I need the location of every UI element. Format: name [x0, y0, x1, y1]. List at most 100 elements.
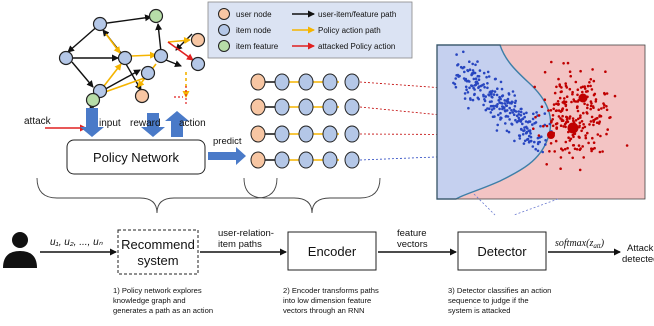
path-user-node [250, 73, 266, 91]
scatter-point-normal [523, 115, 526, 119]
scatter-point-normal [529, 132, 532, 135]
scatter-point-normal [534, 147, 537, 151]
scatter-point-attacked [571, 156, 574, 160]
scatter-point-normal [512, 113, 516, 116]
scatter-point-normal [489, 92, 493, 96]
scatter-point-attacked [592, 141, 596, 144]
scatter-point-attacked [598, 115, 601, 118]
scatter-point-attacked [558, 83, 561, 86]
scatter-point-normal [468, 86, 471, 90]
projection-line [359, 81, 584, 99]
scatter-point-attacked [583, 102, 586, 106]
scatter-point-attacked [576, 105, 579, 109]
scatter-point-normal [495, 93, 499, 97]
path-item-node [322, 151, 338, 169]
scatter-point-normal [510, 109, 513, 112]
scatter-point-normal [531, 123, 534, 126]
scatter-point-normal [506, 101, 509, 105]
scatter-point-normal [474, 77, 478, 80]
scatter-point-attacked [580, 120, 584, 123]
svg-text:3) Detector classifies an acti: 3) Detector classifies an action [448, 286, 551, 295]
scatter-point-attacked [564, 82, 567, 85]
scatter-point-attacked [556, 100, 560, 103]
paths-label-line1: user-relation- [218, 228, 274, 239]
caption-detector: 3) Detector classifies an action sequenc… [448, 286, 551, 315]
scatter-point-normal [485, 75, 488, 79]
scatter-point-attacked [586, 106, 589, 110]
scatter-point-normal [505, 109, 509, 112]
scatter-point-normal [469, 97, 472, 100]
scatter-point-normal [492, 107, 496, 110]
path-user-node [250, 98, 266, 116]
caption-encoder: 2) Encoder transforms paths into low dim… [283, 286, 379, 315]
scatter-point-normal [525, 138, 529, 141]
scatter-point-attacked [537, 134, 541, 137]
scatter-point-normal [511, 90, 515, 93]
scatter-point-normal [476, 74, 480, 78]
scatter-point-normal [515, 120, 519, 124]
scatter-point-normal [508, 111, 512, 115]
scatter-point-normal [462, 50, 465, 54]
scatter-point-normal [470, 73, 473, 77]
recommend-system-box: Recommend system [117, 229, 199, 275]
scatter-point-normal [492, 93, 496, 96]
scatter-point-normal [476, 60, 479, 63]
scatter-point-attacked [567, 136, 570, 139]
predict-label: predict [213, 136, 242, 147]
attack-detected-line2: detected [622, 254, 654, 265]
scatter-point-normal [473, 88, 476, 91]
scatter-point-normal [508, 118, 511, 121]
scatter-point-normal [455, 53, 458, 56]
scatter-point-attacked [565, 115, 568, 119]
scatter-point-normal [528, 134, 531, 138]
scatter-point-attacked [563, 147, 567, 151]
scatter-point-normal [495, 129, 499, 132]
scatter-point-attacked [547, 109, 550, 112]
scatter-point-attacked [591, 136, 594, 140]
scatter-point-attacked [574, 100, 578, 103]
legend-user-item-path: user-item/feature path [318, 10, 396, 19]
scatter-point-normal [508, 106, 512, 110]
scatter-point-attacked [568, 87, 572, 91]
scatter-point-attacked [542, 124, 545, 128]
scatter-point-attacked [565, 95, 569, 98]
scatter-point-attacked [577, 135, 581, 139]
scatter-point-attacked [592, 79, 596, 83]
scatter-point-highlight [547, 131, 555, 139]
scatter-point-attacked [589, 100, 593, 103]
path-item-node [298, 125, 314, 143]
recommend-label-line1: Recommend [121, 237, 195, 252]
scatter-point-normal [484, 108, 488, 112]
scatter-point-attacked [565, 108, 569, 112]
scatter-point-attacked [553, 91, 557, 95]
scatter-point-normal [490, 100, 493, 103]
scatter-point-attacked [605, 108, 609, 112]
scatter-point-attacked [595, 116, 599, 120]
scatter-point-normal [548, 122, 552, 126]
scatter-point-attacked [583, 87, 587, 90]
scatter-point-attacked [565, 118, 569, 121]
scatter-point-normal [468, 60, 471, 63]
scatter-point-normal [482, 103, 485, 107]
scatter-point-normal [483, 85, 486, 89]
scatter-point-attacked [590, 149, 593, 153]
scatter-point-attacked [559, 90, 563, 94]
scatter-point-normal [501, 105, 504, 108]
scatter-point-attacked [603, 91, 606, 95]
path-sequence-row [250, 98, 360, 116]
scatter-point-normal [486, 70, 490, 74]
paths-label-line2: item paths [218, 239, 262, 250]
scatter-point-normal [467, 106, 470, 110]
scatter-point-attacked [586, 103, 589, 107]
scatter-point-normal [505, 129, 509, 133]
scatter-point-attacked [578, 125, 581, 129]
scatter-point-attacked [574, 119, 578, 122]
scatter-point-normal [452, 81, 455, 85]
scatter-point-normal [499, 101, 503, 105]
scatter-point-attacked [582, 123, 585, 126]
scatter-point-attacked [584, 136, 588, 140]
scatter-point-attacked [597, 108, 600, 111]
scatter-point-normal [482, 93, 485, 97]
scatter-point-attacked [549, 109, 553, 112]
